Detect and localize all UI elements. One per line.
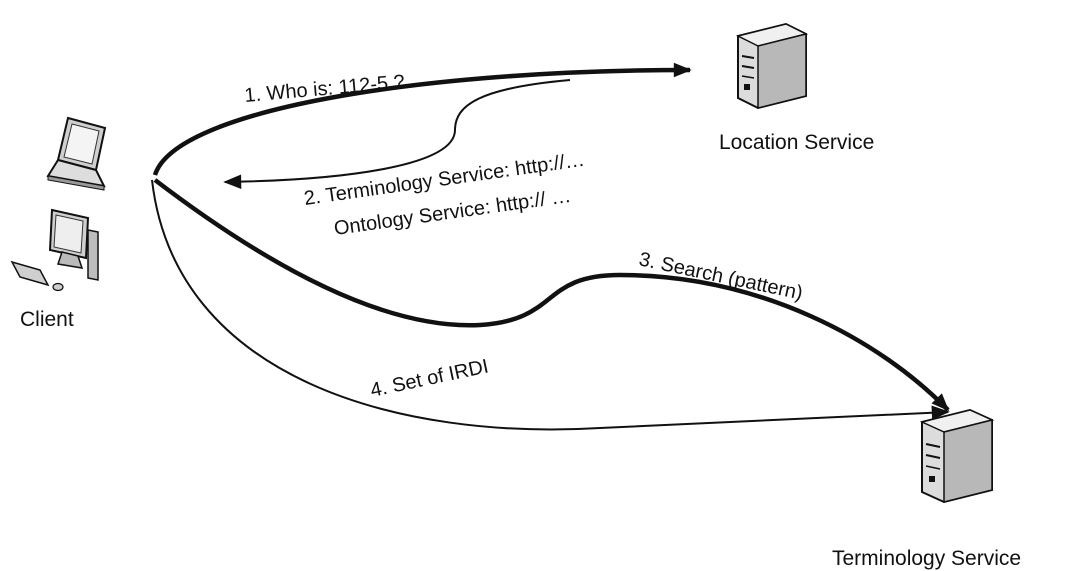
client-label: Client — [20, 308, 74, 331]
location-service-label: Location Service — [719, 131, 874, 154]
message-set-of-irdi: 4. Set of IRDI — [368, 355, 490, 401]
arrow-set-of-irdi — [151, 179, 950, 431]
arrow-service-urls — [223, 79, 571, 189]
arrow-search — [153, 178, 950, 412]
message-who-is: 1. Who is: 112-5 ? — [244, 71, 406, 107]
laptop-and-desktop-icon — [10, 116, 107, 292]
terminology-service-server-icon — [919, 408, 995, 504]
terminology-service-label: Terminology Service — [832, 547, 1021, 570]
location-service-server-icon — [735, 22, 809, 110]
arrow-who-is — [152, 62, 692, 176]
